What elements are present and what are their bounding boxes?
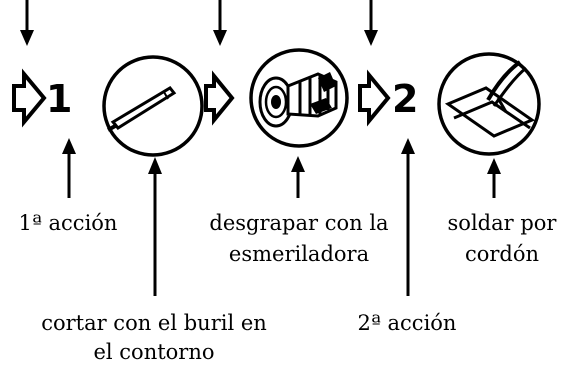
chisel-caption-line2: el contorno [93,340,215,364]
welding-caption-line1: soldar por [447,211,557,235]
up-arrow-1 [62,138,76,198]
chisel-caption-line1: cortar con el buril en [41,311,267,335]
step-2-caption: 2ª acción [357,311,457,335]
up-arrow-3 [291,156,305,198]
up-arrow-2 [148,157,162,296]
top-arrow-1 [20,0,34,46]
top-arrow-3 [364,0,378,46]
step-number-1: 1 [46,77,73,121]
top-arrow-2 [213,0,227,46]
grinder-icon [249,48,349,148]
up-arrow-4 [401,138,415,296]
up-arrow-5 [487,158,501,198]
grinder-caption-line1: desgrapar con la [209,211,389,235]
right-outline-arrow-icon [204,70,235,126]
step-number-2: 2 [392,77,419,121]
step-1-caption: 1ª acción [18,211,118,235]
right-outline-arrow-icon [358,69,391,127]
grinder-caption-line2: esmeriladora [228,242,370,266]
welding-icon [437,52,541,156]
right-outline-arrow-icon [12,68,47,128]
welding-caption-line2: cordón [464,242,540,266]
chisel-icon [102,55,204,157]
